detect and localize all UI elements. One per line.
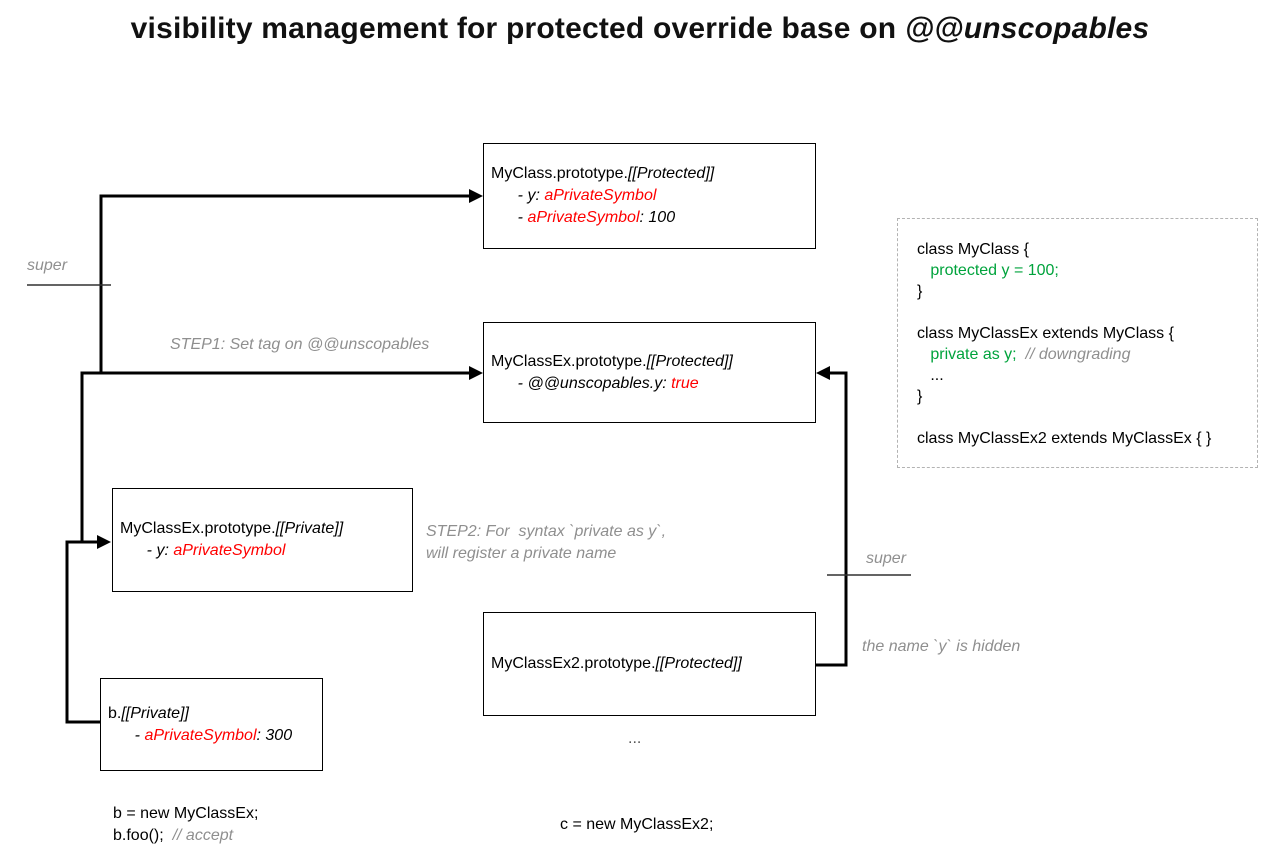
arrow-myclassex2-to-myclassex [815,371,848,667]
arrow-to-myclassex-protected [80,371,474,543]
snippet-c-usage: c = new MyClassEx2; [560,816,714,833]
step2-note: STEP2: For syntax `private as y`, will r… [426,523,667,562]
box-myclassex-prototype-private: MyClassEx.prototype.[[Private]] - y: aPr… [112,488,413,592]
code-snippet-box: class MyClass { protected y = 100;} clas… [897,218,1258,468]
super-label-right: super [866,550,907,567]
snippet-b-usage: b = new MyClassEx;b.foo(); // accept [113,805,259,844]
hidden-name-note: the name `y` is hidden [862,638,1021,655]
step1-note: STEP1: Set tag on @@unscopables [170,336,430,353]
title-text: visibility management for protected over… [130,12,905,45]
title-emphasis: @@unscopables [904,12,1150,45]
arrowhead-myclass-protected [469,189,483,203]
box-b-private: b.[[Private]] - aPrivateSymbol: 300 [100,678,323,771]
super-label-left: super [27,257,68,274]
arrowhead-myclassex-private [97,535,111,549]
arrowhead-into-myclassex-right [816,366,830,380]
box-myclassex2-prototype-protected: MyClassEx2.prototype.[[Protected]] [483,612,816,716]
arrow-to-myclass-protected [99,194,474,374]
arrow-to-myclassex-private [65,540,102,724]
ellipsis-note: ... [628,730,642,747]
box-myclass-prototype-protected: MyClass.prototype.[[Protected]] - y: aPr… [483,143,816,249]
arrowhead-myclassex-protected [469,366,483,380]
box-myclassex-prototype-protected: MyClassEx.prototype.[[Protected]] - @@un… [483,322,816,423]
slide-title: visibility management for protected over… [0,12,1280,46]
